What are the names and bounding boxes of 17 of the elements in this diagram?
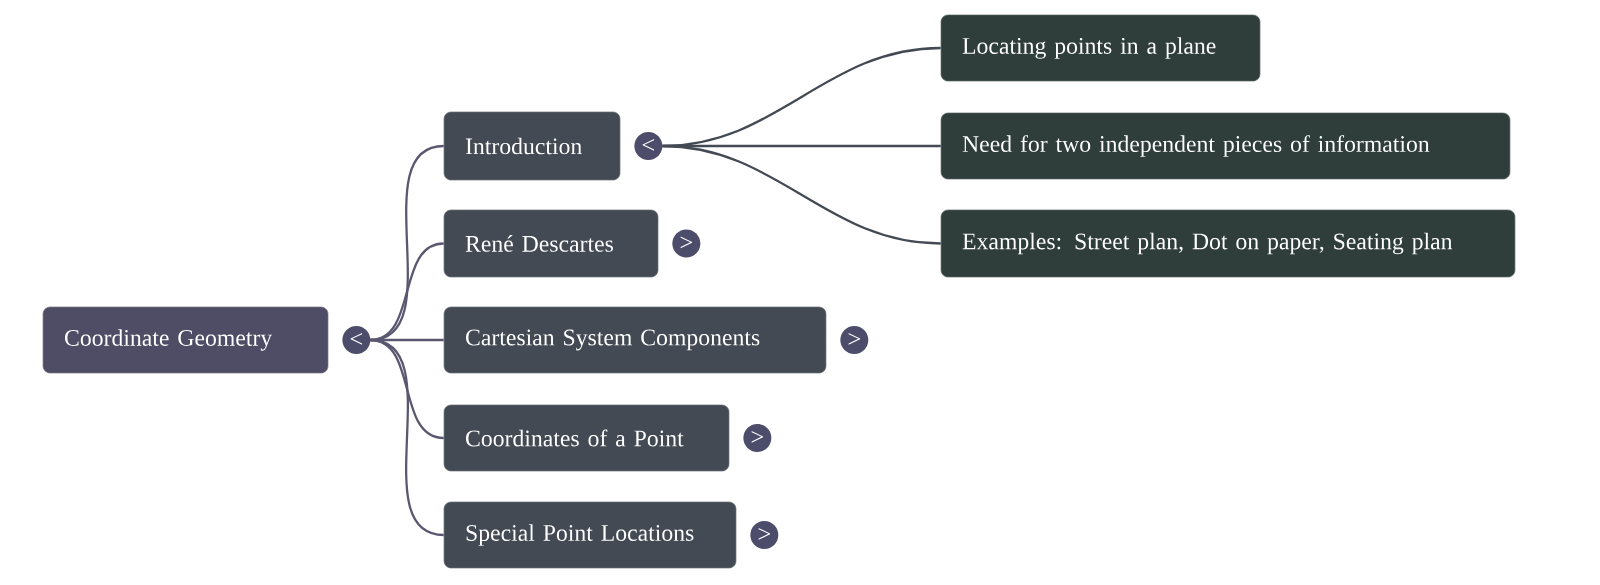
topic-box: Introduction [443, 111, 621, 181]
toggle-button: < [342, 326, 371, 354]
topic-box: Coordinate Geometry [42, 306, 329, 374]
connector-line [662, 144, 941, 245]
topic-box: Locating points in a plane [940, 14, 1261, 82]
topic-box: Special Point Locations [443, 501, 737, 569]
topic-box: Cartesian System Components [443, 306, 827, 374]
toggle-button: > [840, 326, 869, 354]
toggle-button: < [634, 132, 663, 160]
toggle-button: > [743, 424, 772, 452]
topic-box: Need for two independent pieces of information [940, 112, 1511, 180]
topic-box: Coordinates of a Point [443, 404, 730, 472]
topic-box: Examples: Street plan, Dot on paper, Seating plan [940, 209, 1516, 278]
toggle-button: > [750, 521, 779, 549]
topic-box: René Descartes [443, 209, 659, 278]
connector-line [370, 338, 444, 537]
toggle-button: > [672, 229, 701, 258]
